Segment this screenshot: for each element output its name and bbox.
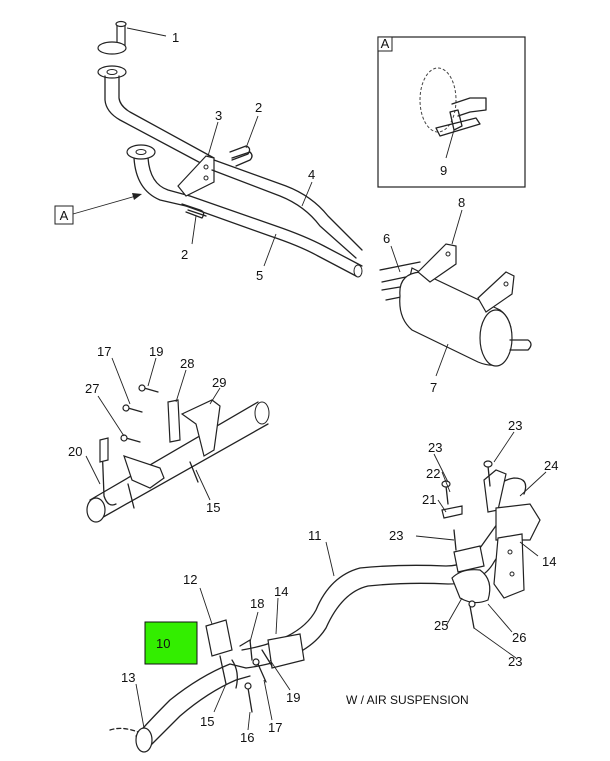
callout-1: 1 — [172, 30, 179, 45]
callout-10: 10 — [156, 636, 170, 651]
callout-4: 4 — [308, 167, 315, 182]
callout-23: 23 — [508, 418, 522, 433]
detail-view-label: A — [381, 36, 390, 51]
callout-17: 17 — [97, 344, 111, 359]
view-marker-label: A — [60, 208, 69, 223]
callout-27: 27 — [85, 381, 99, 396]
bracket-pipe-assembly — [86, 384, 270, 523]
callout-20: 20 — [68, 444, 82, 459]
callout-29: 29 — [212, 375, 226, 390]
callout-2: 2 — [181, 247, 188, 262]
callout-14: 14 — [274, 584, 288, 599]
callout-19: 19 — [286, 690, 300, 705]
callout-9: 9 — [440, 163, 447, 178]
callout-labels: 1 2 2 3 4 5 6 7 8 9 10 11 12 13 14 14 15… — [68, 30, 558, 745]
callout-11: 11 — [308, 528, 322, 543]
callout-7: 7 — [430, 380, 437, 395]
upper-exhaust-pipe-assembly — [97, 20, 363, 278]
callout-19: 19 — [149, 344, 163, 359]
callout-26: 26 — [512, 630, 526, 645]
detail-view-a: A — [377, 36, 526, 188]
callout-5: 5 — [256, 268, 263, 283]
callout-14: 14 — [542, 554, 556, 569]
callout-21: 21 — [422, 492, 436, 507]
callout-22: 22 — [426, 466, 440, 481]
callout-15: 15 — [206, 500, 220, 515]
view-marker-a: A — [54, 193, 142, 225]
muffler-assembly — [379, 243, 532, 367]
callout-17: 17 — [268, 720, 282, 735]
diagram-caption: W / AIR SUSPENSION — [346, 693, 469, 707]
callout-8: 8 — [458, 195, 465, 210]
callout-23: 23 — [508, 654, 522, 669]
callout-24: 24 — [544, 458, 558, 473]
callout-12: 12 — [183, 572, 197, 587]
callout-28: 28 — [180, 356, 194, 371]
callout-6: 6 — [383, 231, 390, 246]
callout-3: 3 — [215, 108, 222, 123]
callout-18: 18 — [250, 596, 264, 611]
callout-25: 25 — [434, 618, 448, 633]
callout-16: 16 — [240, 730, 254, 745]
callout-15: 15 — [200, 714, 214, 729]
part-10-highlight — [144, 621, 198, 665]
callout-13: 13 — [121, 670, 135, 685]
callout-2: 2 — [255, 100, 262, 115]
lower-exhaust-pipe-assembly — [109, 460, 541, 753]
callout-23: 23 — [428, 440, 442, 455]
callout-23: 23 — [389, 528, 403, 543]
leader-lines — [85, 27, 547, 731]
